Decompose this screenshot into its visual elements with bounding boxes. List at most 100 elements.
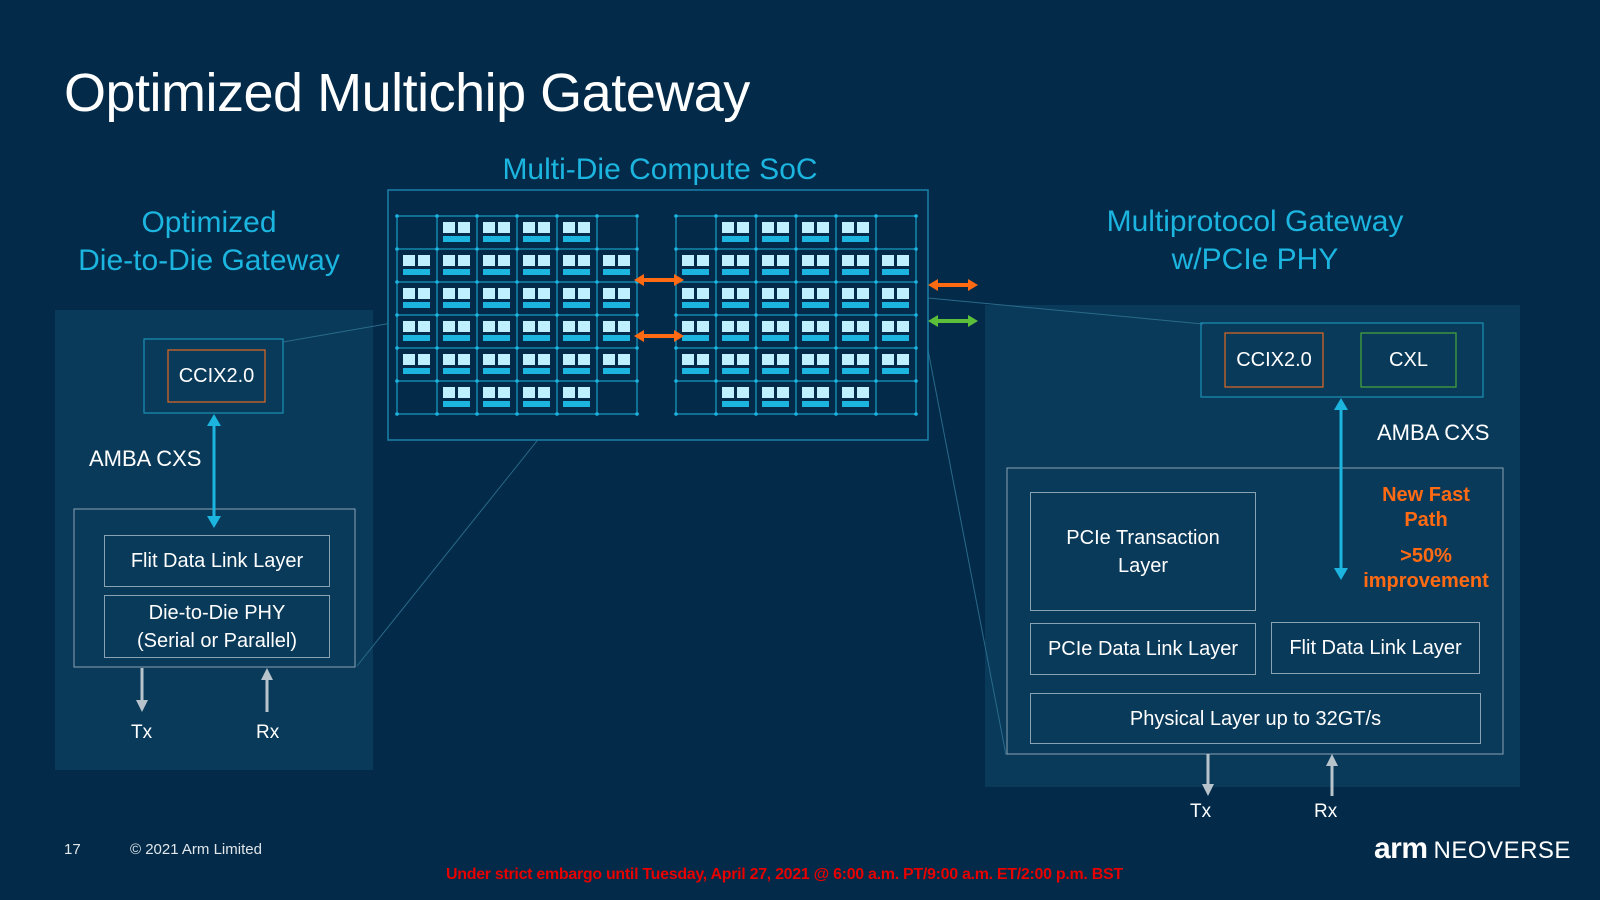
logo-arm: arm: [1374, 832, 1428, 865]
soc-core-block: [737, 255, 749, 266]
soc-core-block: [498, 222, 510, 233]
soc-core-block: [762, 387, 774, 398]
soc-core-block: [563, 222, 575, 233]
soc-core-block: [777, 354, 789, 365]
soc-core-block: [882, 321, 894, 332]
soc-core-block: [563, 387, 575, 398]
soc-node: [674, 412, 678, 416]
soc-node: [555, 412, 559, 416]
soc-core-cache: [882, 302, 909, 308]
soc-core-cache: [523, 302, 550, 308]
left-tx-label: Tx: [131, 722, 153, 743]
soc-core-cache: [842, 302, 869, 308]
soc-core-block: [857, 387, 869, 398]
soc-core-cache: [443, 236, 470, 242]
soc-node: [834, 313, 838, 317]
fast-path-line1: New Fast: [1382, 484, 1470, 506]
soc-core-block: [777, 288, 789, 299]
soc-core-cache: [682, 302, 709, 308]
right-title-line1: Multiprotocol Gateway: [1106, 205, 1404, 238]
soc-node: [914, 214, 918, 218]
soc-core-block: [817, 255, 829, 266]
soc-core-block: [857, 255, 869, 266]
soc-core-block: [817, 354, 829, 365]
soc-core-block: [563, 255, 575, 266]
soc-core-block: [578, 255, 590, 266]
fast-path-note: New Fast Path: [1356, 483, 1496, 533]
soc-core-block: [498, 321, 510, 332]
soc-node: [714, 247, 718, 251]
soc-core-cache: [722, 401, 749, 407]
soc-node: [555, 379, 559, 383]
soc-core-block: [722, 288, 734, 299]
soc-core-block: [563, 288, 575, 299]
soc-core-block: [857, 321, 869, 332]
soc-core-cache: [882, 368, 909, 374]
soc-core-block: [802, 222, 814, 233]
soc-core-cache: [563, 401, 590, 407]
soc-core-block: [443, 255, 455, 266]
soc-core-cache: [523, 335, 550, 341]
soc-core-cache: [443, 335, 470, 341]
soc-core-cache: [403, 335, 430, 341]
soc-node: [754, 346, 758, 350]
soc-core-cache: [722, 335, 749, 341]
soc-node: [794, 247, 798, 251]
soc-core-block: [578, 354, 590, 365]
soc-core-block: [458, 222, 470, 233]
soc-die-grid: [395, 214, 918, 416]
soc-node: [834, 379, 838, 383]
soc-core-block: [603, 288, 615, 299]
soc-core-cache: [483, 302, 510, 308]
right-tx-arrow: [1202, 754, 1214, 796]
soc-core-cache: [802, 335, 829, 341]
soc-core-block: [418, 288, 430, 299]
soc-core-block: [603, 255, 615, 266]
soc-node: [834, 214, 838, 218]
soc-core-block: [817, 222, 829, 233]
soc-node: [635, 346, 639, 350]
left-connector-top: [282, 322, 393, 343]
soc-node: [914, 280, 918, 284]
soc-core-cache: [563, 236, 590, 242]
soc-node: [714, 214, 718, 218]
soc-core-cache: [722, 269, 749, 275]
soc-node: [395, 379, 399, 383]
left-rx-arrow: [261, 668, 273, 712]
soc-node: [914, 346, 918, 350]
right-protocol-frame: [1200, 322, 1484, 398]
soc-core-cache: [483, 368, 510, 374]
soc-core-block: [697, 288, 709, 299]
soc-core-block: [682, 321, 694, 332]
soc-core-block: [443, 321, 455, 332]
soc-node: [435, 313, 439, 317]
soc-core-block: [737, 354, 749, 365]
soc-core-block: [483, 387, 495, 398]
soc-node: [714, 313, 718, 317]
soc-core-cache: [842, 368, 869, 374]
soc-core-block: [403, 288, 415, 299]
soc-core-cache: [842, 269, 869, 275]
soc-node: [555, 247, 559, 251]
soc-core-block: [618, 255, 630, 266]
left-phy-line2: (Serial or Parallel): [136, 629, 298, 652]
soc-core-cache: [762, 269, 789, 275]
soc-node: [475, 346, 479, 350]
soc-core-block: [857, 222, 869, 233]
soc-node: [515, 214, 519, 218]
left-amba-arrow: [207, 414, 221, 528]
right-section-title: Multiprotocol Gateway w/PCIe PHY: [1045, 203, 1465, 279]
soc-core-block: [523, 321, 535, 332]
soc-node: [475, 214, 479, 218]
right-layers-frame: [1006, 467, 1504, 755]
soc-core-cache: [603, 269, 630, 275]
page-number: 17: [64, 841, 81, 858]
soc-core-cache: [523, 236, 550, 242]
soc-node: [395, 313, 399, 317]
left-title-line2: Die-to-Die Gateway: [78, 244, 340, 277]
soc-core-block: [842, 288, 854, 299]
soc-core-cache: [563, 302, 590, 308]
soc-core-block: [418, 255, 430, 266]
soc-node: [515, 280, 519, 284]
soc-node: [754, 412, 758, 416]
